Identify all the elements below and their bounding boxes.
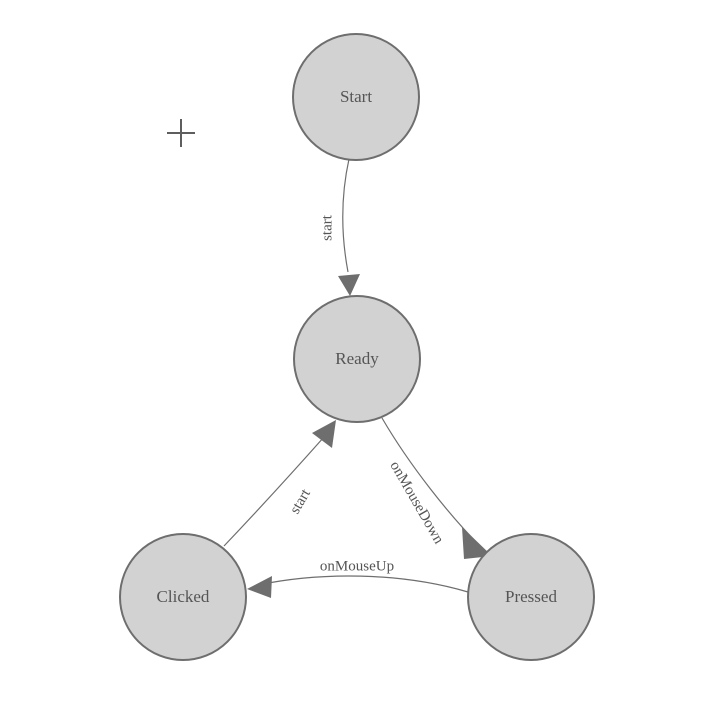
node-pressed-circle[interactable]	[467, 533, 595, 661]
edge-line	[257, 575, 469, 593]
edge-pressed-to-clicked[interactable]: onMouseUp	[247, 558, 469, 598]
node-ready-circle[interactable]	[293, 295, 421, 423]
edge-label-clicked-to-ready: start	[287, 486, 314, 517]
arrowhead-icon	[462, 527, 492, 559]
arrowhead-icon	[312, 420, 336, 448]
edge-line	[342, 158, 350, 273]
node-start[interactable]: Start	[292, 33, 420, 161]
crosshair-icon	[167, 119, 195, 147]
arrowhead-icon	[338, 274, 360, 296]
edge-clicked-to-ready[interactable]: start	[223, 420, 336, 547]
edge-label-pressed-to-clicked: onMouseUp	[320, 558, 394, 574]
edge-line	[223, 436, 325, 547]
node-start-label: Start	[340, 87, 372, 106]
node-pressed[interactable]: Pressed	[467, 533, 595, 661]
edge-start-to-ready[interactable]: start	[319, 158, 360, 296]
arrowhead-icon	[247, 576, 272, 598]
node-clicked-circle[interactable]	[119, 533, 247, 661]
node-pressed-label: Pressed	[505, 587, 557, 606]
node-ready-label: Ready	[335, 349, 379, 368]
node-clicked[interactable]: Clicked	[119, 533, 247, 661]
edge-label-start-to-ready: start	[319, 214, 335, 241]
edge-ready-to-pressed[interactable]: onMouseDown	[381, 417, 492, 559]
node-clicked-label: Clicked	[157, 587, 210, 606]
edge-label-ready-to-pressed: onMouseDown	[386, 459, 446, 548]
node-start-circle[interactable]	[292, 33, 420, 161]
node-ready[interactable]: Ready	[293, 295, 421, 423]
